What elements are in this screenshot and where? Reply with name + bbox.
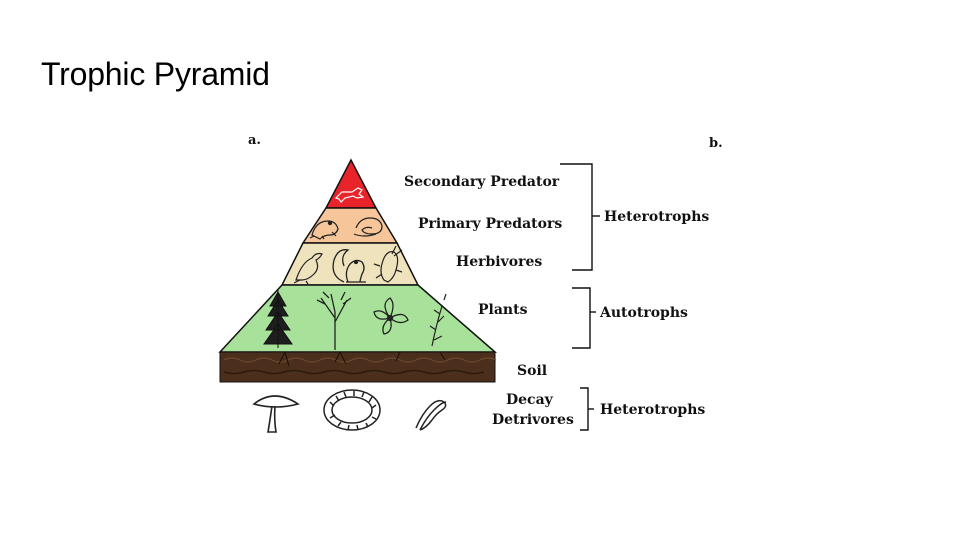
herb-icon — [429, 293, 447, 347]
pyramid — [218, 158, 498, 383]
bracket-middle — [572, 287, 596, 349]
label-plants: Plants — [478, 302, 528, 318]
group-label-top: Heterotrophs — [604, 209, 709, 225]
bracket-bottom — [580, 387, 594, 431]
bird-icon — [293, 252, 323, 285]
label-herbivores: Herbivores — [456, 254, 542, 270]
pine-tree-icon — [263, 290, 293, 348]
snake-icon — [353, 217, 383, 237]
tier-soil — [219, 351, 496, 383]
label-primary-predators: Primary Predators — [418, 216, 562, 232]
panel-label-b: b. — [709, 136, 723, 151]
label-soil: Soil — [517, 363, 547, 379]
tier-secondary-predator — [324, 158, 378, 209]
squirrel-icon — [332, 249, 366, 283]
panel-label-a: a. — [248, 133, 261, 148]
mushroom-icon — [252, 395, 300, 433]
slide-title: Trophic Pyramid — [41, 56, 270, 92]
worm-icon — [415, 399, 447, 431]
beetle-icon — [373, 245, 403, 283]
frog-icon — [309, 220, 339, 240]
flower-icon — [373, 297, 409, 335]
group-label-bottom: Heterotrophs — [600, 402, 705, 418]
label-decay: Decay — [506, 392, 554, 408]
label-secondary-predator: Secondary Predator — [404, 174, 560, 190]
pillbug-icon — [323, 389, 381, 431]
tree-icon — [316, 291, 352, 350]
group-label-middle: Autotrophs — [599, 305, 688, 321]
fox-icon — [334, 187, 365, 203]
tier-plants — [218, 284, 498, 353]
bracket-top — [560, 163, 600, 271]
label-detrivores: Detrivores — [492, 412, 574, 428]
